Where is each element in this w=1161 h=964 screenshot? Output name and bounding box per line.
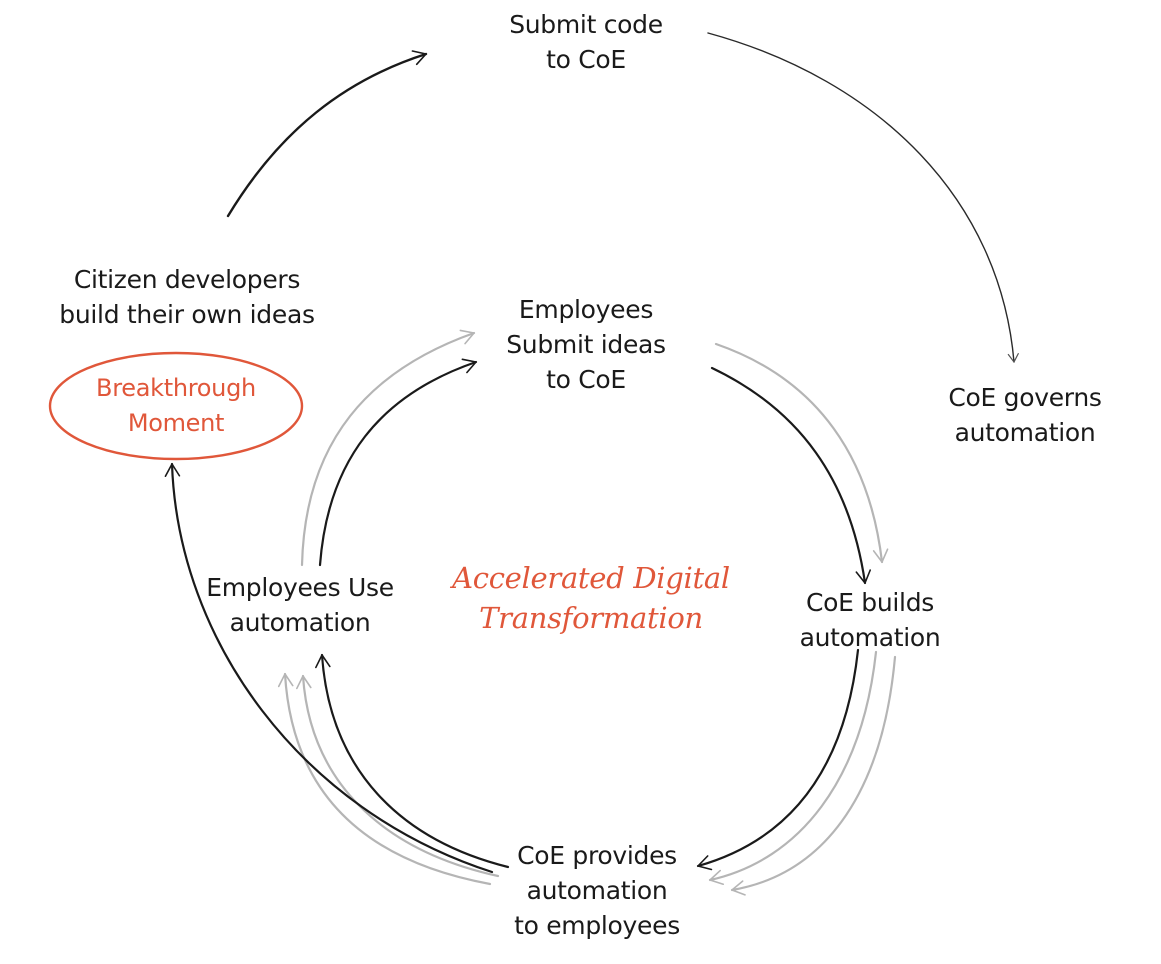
- node-coe-builds-line-2: automation: [799, 623, 941, 652]
- node-employees-use: Employees Use automation: [170, 570, 430, 640]
- node-coe-provides-line-1: CoE provides: [517, 841, 677, 870]
- node-submit-code: Submit code to CoE: [446, 7, 726, 77]
- node-employees-submit-line-2: Submit ideas: [506, 330, 666, 359]
- center-title: Accelerated Digital Transformation: [411, 558, 771, 638]
- node-submit-code-line-1: Submit code: [509, 10, 663, 39]
- node-citizen-developers-line-1: Citizen developers: [73, 265, 301, 294]
- node-employees-submit-line-3: to CoE: [546, 365, 626, 394]
- node-breakthrough-line-2: Moment: [127, 409, 225, 437]
- arrow-submit-code-to-governs: [707, 32, 1019, 363]
- node-employees-submit-line-1: Employees: [518, 295, 654, 324]
- arrow-provides-to-use-faded-2: [277, 672, 492, 886]
- arrow-use-to-submit-ideas-faded: [300, 329, 476, 567]
- node-submit-code-line-2: to CoE: [546, 45, 626, 74]
- arrow-provides-to-use: [315, 653, 510, 869]
- center-title-line-2: Transformation: [479, 601, 703, 635]
- node-coe-provides-line-2: automation: [526, 876, 668, 905]
- node-breakthrough-line-1: Breakthrough: [96, 374, 256, 402]
- node-employees-use-line-2: automation: [229, 608, 371, 637]
- node-coe-provides: CoE provides automation to employees: [467, 838, 727, 943]
- node-employees-submit-ideas: Employees Submit ideas to CoE: [456, 292, 716, 397]
- center-title-line-1: Accelerated Digital: [452, 561, 730, 595]
- arrow-builds-to-provides-faded-2: [730, 655, 897, 896]
- node-coe-builds-line-1: CoE builds: [806, 588, 934, 617]
- arrow-provides-to-breakthrough: [164, 462, 494, 874]
- arrow-builds-to-provides: [696, 648, 860, 871]
- node-coe-governs-line-1: CoE governs: [948, 383, 1102, 412]
- node-coe-builds: CoE builds automation: [740, 585, 1000, 655]
- node-coe-provides-line-3: to employees: [514, 911, 680, 940]
- node-coe-governs-line-2: automation: [954, 418, 1096, 447]
- arrow-builds-to-provides-faded-1: [708, 650, 878, 886]
- node-breakthrough-moment: Breakthrough Moment: [56, 371, 296, 441]
- arrow-submit-ideas-to-builds: [710, 366, 871, 585]
- arrow-submit-ideas-to-builds-faded: [714, 342, 889, 564]
- breakthrough-oval: [48, 351, 304, 461]
- node-citizen-developers-line-2: build their own ideas: [59, 300, 315, 329]
- node-employees-use-line-1: Employees Use: [206, 573, 394, 602]
- arrow-citizen-to-submit-code: [226, 50, 428, 218]
- node-coe-governs: CoE governs automation: [895, 380, 1155, 450]
- arrow-use-to-submit-ideas: [318, 358, 478, 567]
- node-citizen-developers: Citizen developers build their own ideas: [27, 262, 347, 332]
